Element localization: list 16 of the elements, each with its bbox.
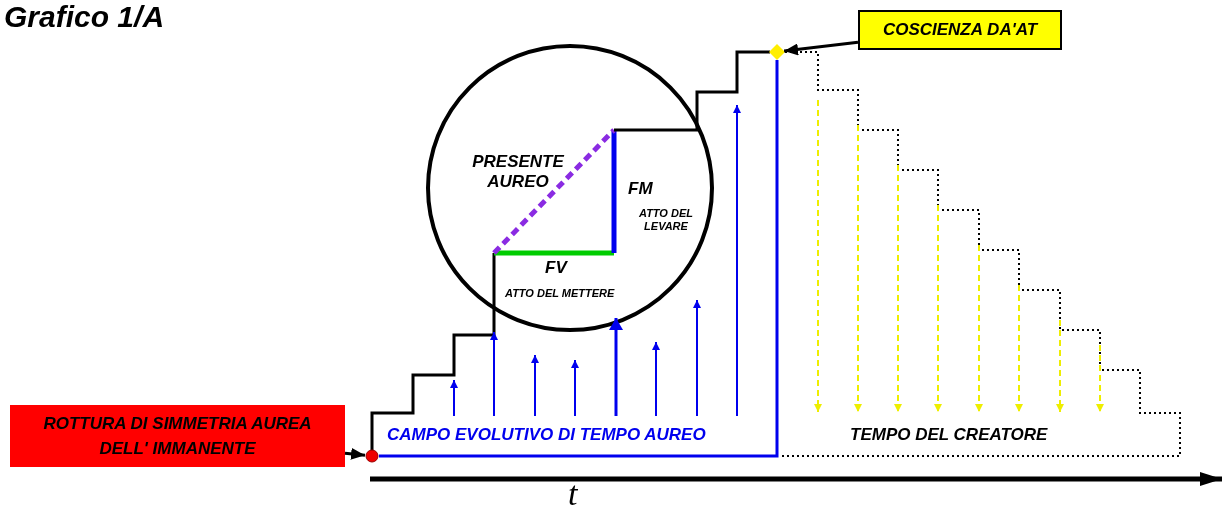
phase-label: FV — [545, 258, 567, 279]
diamond-marker — [769, 44, 785, 60]
dot-marker — [365, 449, 379, 463]
arrow — [783, 40, 859, 56]
connector-line — [379, 60, 779, 458]
region-label: CAMPO EVOLUTIVO DI TEMPO AUREO — [387, 425, 706, 446]
callout-box: ROTTURA DI SIMMETRIA AUREA DELL' IMMANENTE — [10, 405, 345, 467]
phase-label: PRESENTE AUREO — [471, 152, 566, 193]
axis-label: t — [568, 474, 578, 510]
phase-caption: ATTO DEL LEVARE — [638, 207, 694, 234]
arrow — [344, 447, 366, 460]
callout-box: COSCIENZA DA'AT — [858, 10, 1062, 50]
phase-label: FM — [628, 179, 653, 200]
diagram-title: Grafico 1/A — [4, 0, 165, 34]
region-label: TEMPO DEL CREATORE — [850, 425, 1048, 446]
phase-caption: ATTO DEL METTERE — [505, 287, 615, 301]
